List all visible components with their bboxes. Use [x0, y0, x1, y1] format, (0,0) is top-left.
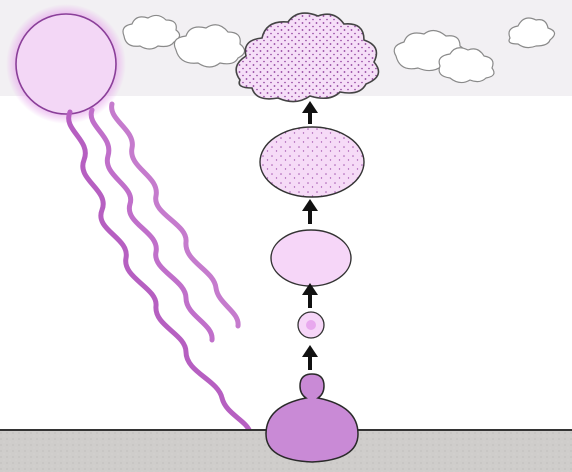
vapor-blob-icon: [259, 126, 365, 198]
cloud-icon: [173, 24, 246, 68]
up-arrow-icon: [302, 345, 318, 370]
up-arrow-icon: [302, 283, 318, 308]
background-clouds: [122, 14, 556, 84]
cloud-icon: [508, 17, 556, 49]
cloud-icon: [438, 47, 495, 84]
wavy-ray-icon: [88, 107, 215, 343]
vapor-blob-icon: [297, 311, 325, 339]
arrows: [302, 101, 318, 370]
vapor-blob-icon: [270, 229, 352, 287]
wavy-ray-icon: [109, 101, 241, 329]
dotted-cloud-icon: [235, 12, 380, 103]
water-drop-icon: [265, 373, 359, 463]
vapor-stages: [259, 126, 365, 339]
sun-icon: [6, 4, 126, 124]
up-arrow-icon: [302, 199, 318, 224]
wavy-ray-icon: [66, 109, 253, 435]
up-arrow-icon: [302, 101, 318, 124]
cloud-icon: [122, 14, 181, 50]
sun-rays: [66, 101, 253, 435]
